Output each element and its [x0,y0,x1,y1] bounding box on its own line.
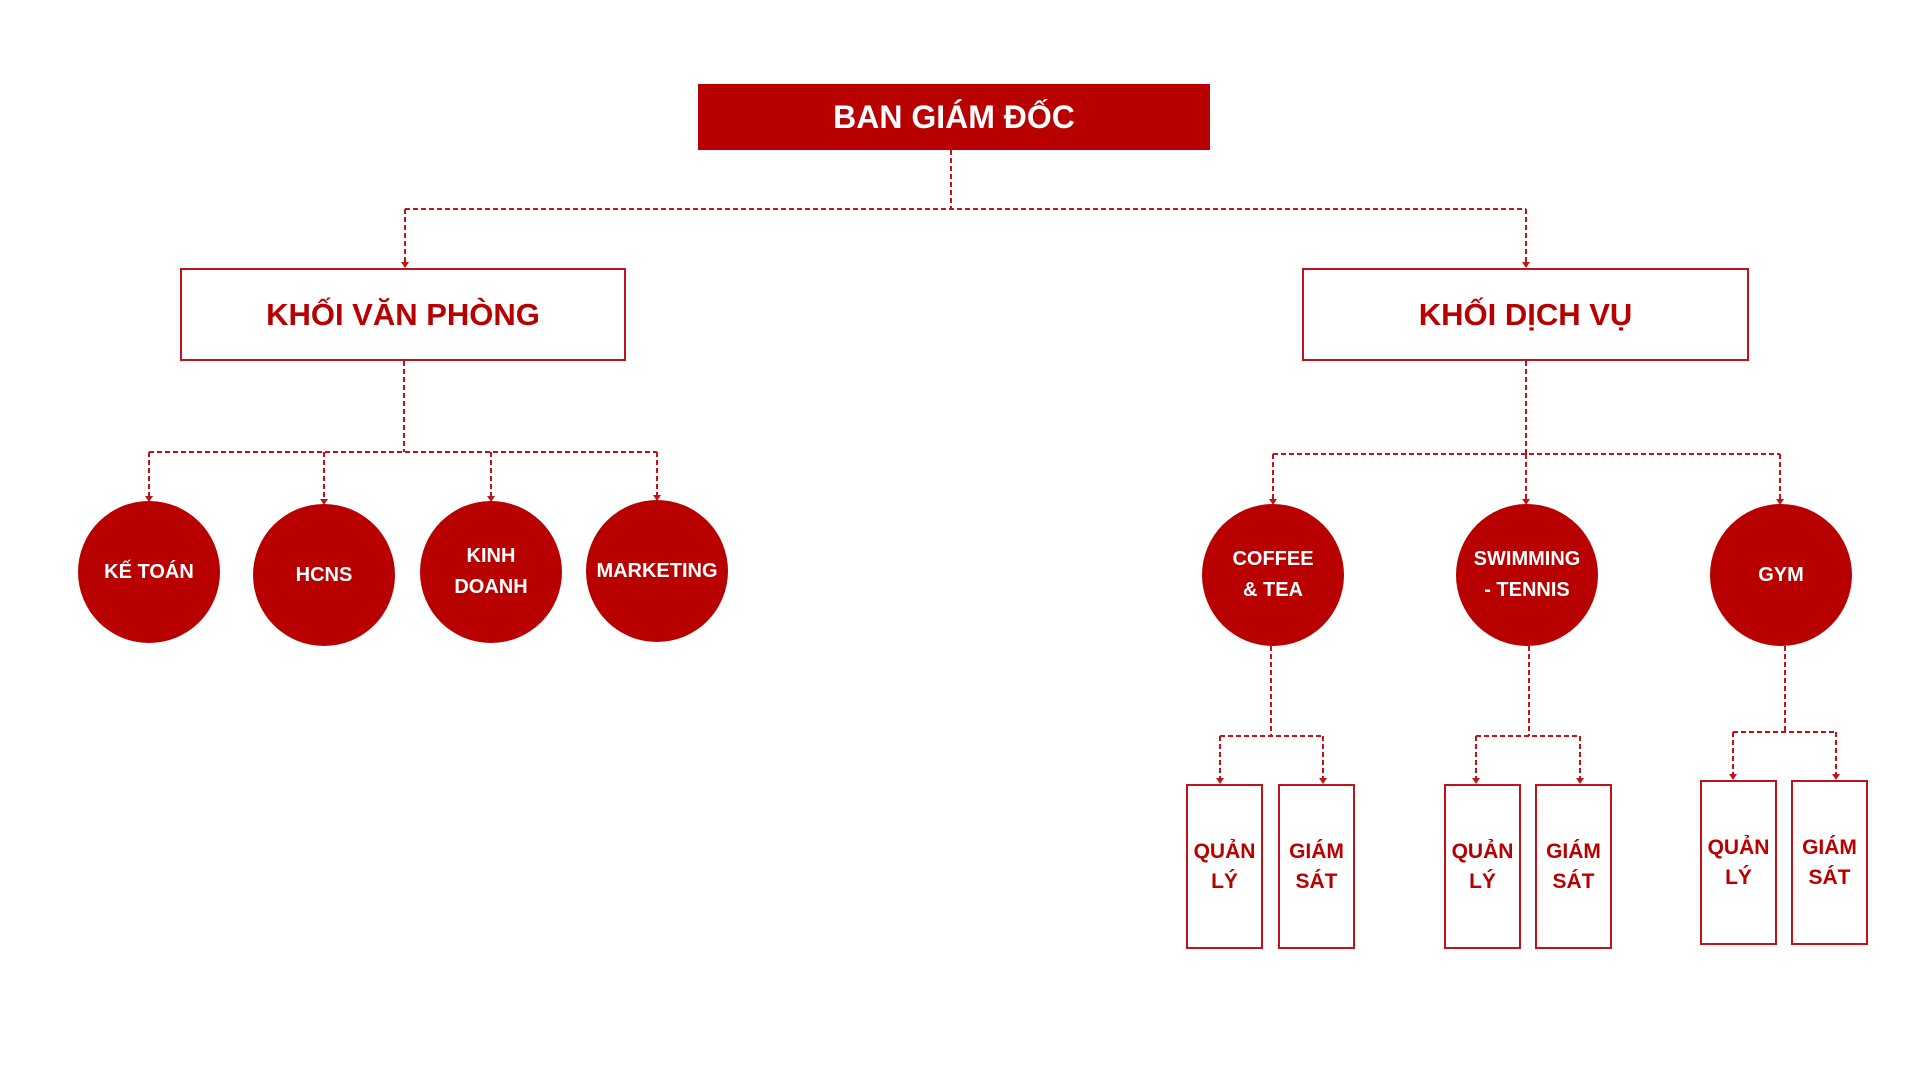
role-line2: SÁT [1295,869,1338,893]
connector-coffee [1220,646,1323,737]
dept-label-line2: & TEA [1243,579,1303,601]
dept-label-line1: SWIMMING [1473,548,1581,570]
dept-label-line2: - TENNIS [1484,579,1570,601]
block-service: KHỐI DỊCH VỤ [1302,268,1749,361]
role-line1: QUẢN [1707,835,1770,859]
dept-hr-admin: HCNS [253,504,395,646]
role-gym-manager: QUẢN LÝ [1700,780,1777,945]
block-label: KHỐI DỊCH VỤ [1418,296,1633,332]
role-line1: QUẢN [1193,839,1256,863]
dept-label: GYM [1758,563,1804,586]
dept-gym: GYM [1710,504,1852,646]
dept-label: HCNS [295,563,353,586]
root-label: BAN GIÁM ĐỐC [833,98,1075,135]
block-office: KHỐI VĂN PHÒNG [180,268,626,361]
dept-swimming-tennis: SWIMMING - TENNIS [1456,504,1598,646]
dept-sales: KINH DOANH [420,501,562,643]
role-line1: QUẢN [1451,839,1514,863]
role-swimming-manager: QUẢN LÝ [1444,784,1521,949]
role-line2: SÁT [1808,865,1851,889]
connector-service-bus [1273,361,1780,455]
role-line2: LÝ [1211,869,1238,893]
role-line2: LÝ [1725,865,1752,889]
role-swimming-supervisor: GIÁM SÁT [1535,784,1612,949]
role-line1: GIÁM [1546,839,1601,863]
role-line2: SÁT [1552,869,1595,893]
root-node-board-of-directors: BAN GIÁM ĐỐC [698,84,1210,150]
dept-label: MARKETING [596,559,718,582]
connector-gym [1733,646,1836,733]
dept-coffee-tea: COFFEE & TEA [1202,504,1344,646]
dept-accounting: KẾ TOÁN [78,501,220,643]
connector-root [405,150,1526,210]
role-coffee-manager: QUẢN LÝ [1186,784,1263,949]
dept-label-line1: COFFEE [1232,548,1314,570]
connector-swimming [1476,646,1580,737]
role-line1: GIÁM [1289,839,1344,863]
dept-label-line1: KINH [466,545,516,567]
dept-label-line2: DOANH [454,576,528,598]
block-label: KHỐI VĂN PHÒNG [266,296,540,332]
dept-marketing: MARKETING [586,500,728,642]
arrowheads [145,262,1840,784]
dept-label: KẾ TOÁN [104,560,194,583]
connector-office-bus [149,361,657,453]
role-line1: GIÁM [1802,835,1857,859]
role-gym-supervisor: GIÁM SÁT [1791,780,1868,945]
role-line2: LÝ [1469,869,1496,893]
role-coffee-supervisor: GIÁM SÁT [1278,784,1355,949]
